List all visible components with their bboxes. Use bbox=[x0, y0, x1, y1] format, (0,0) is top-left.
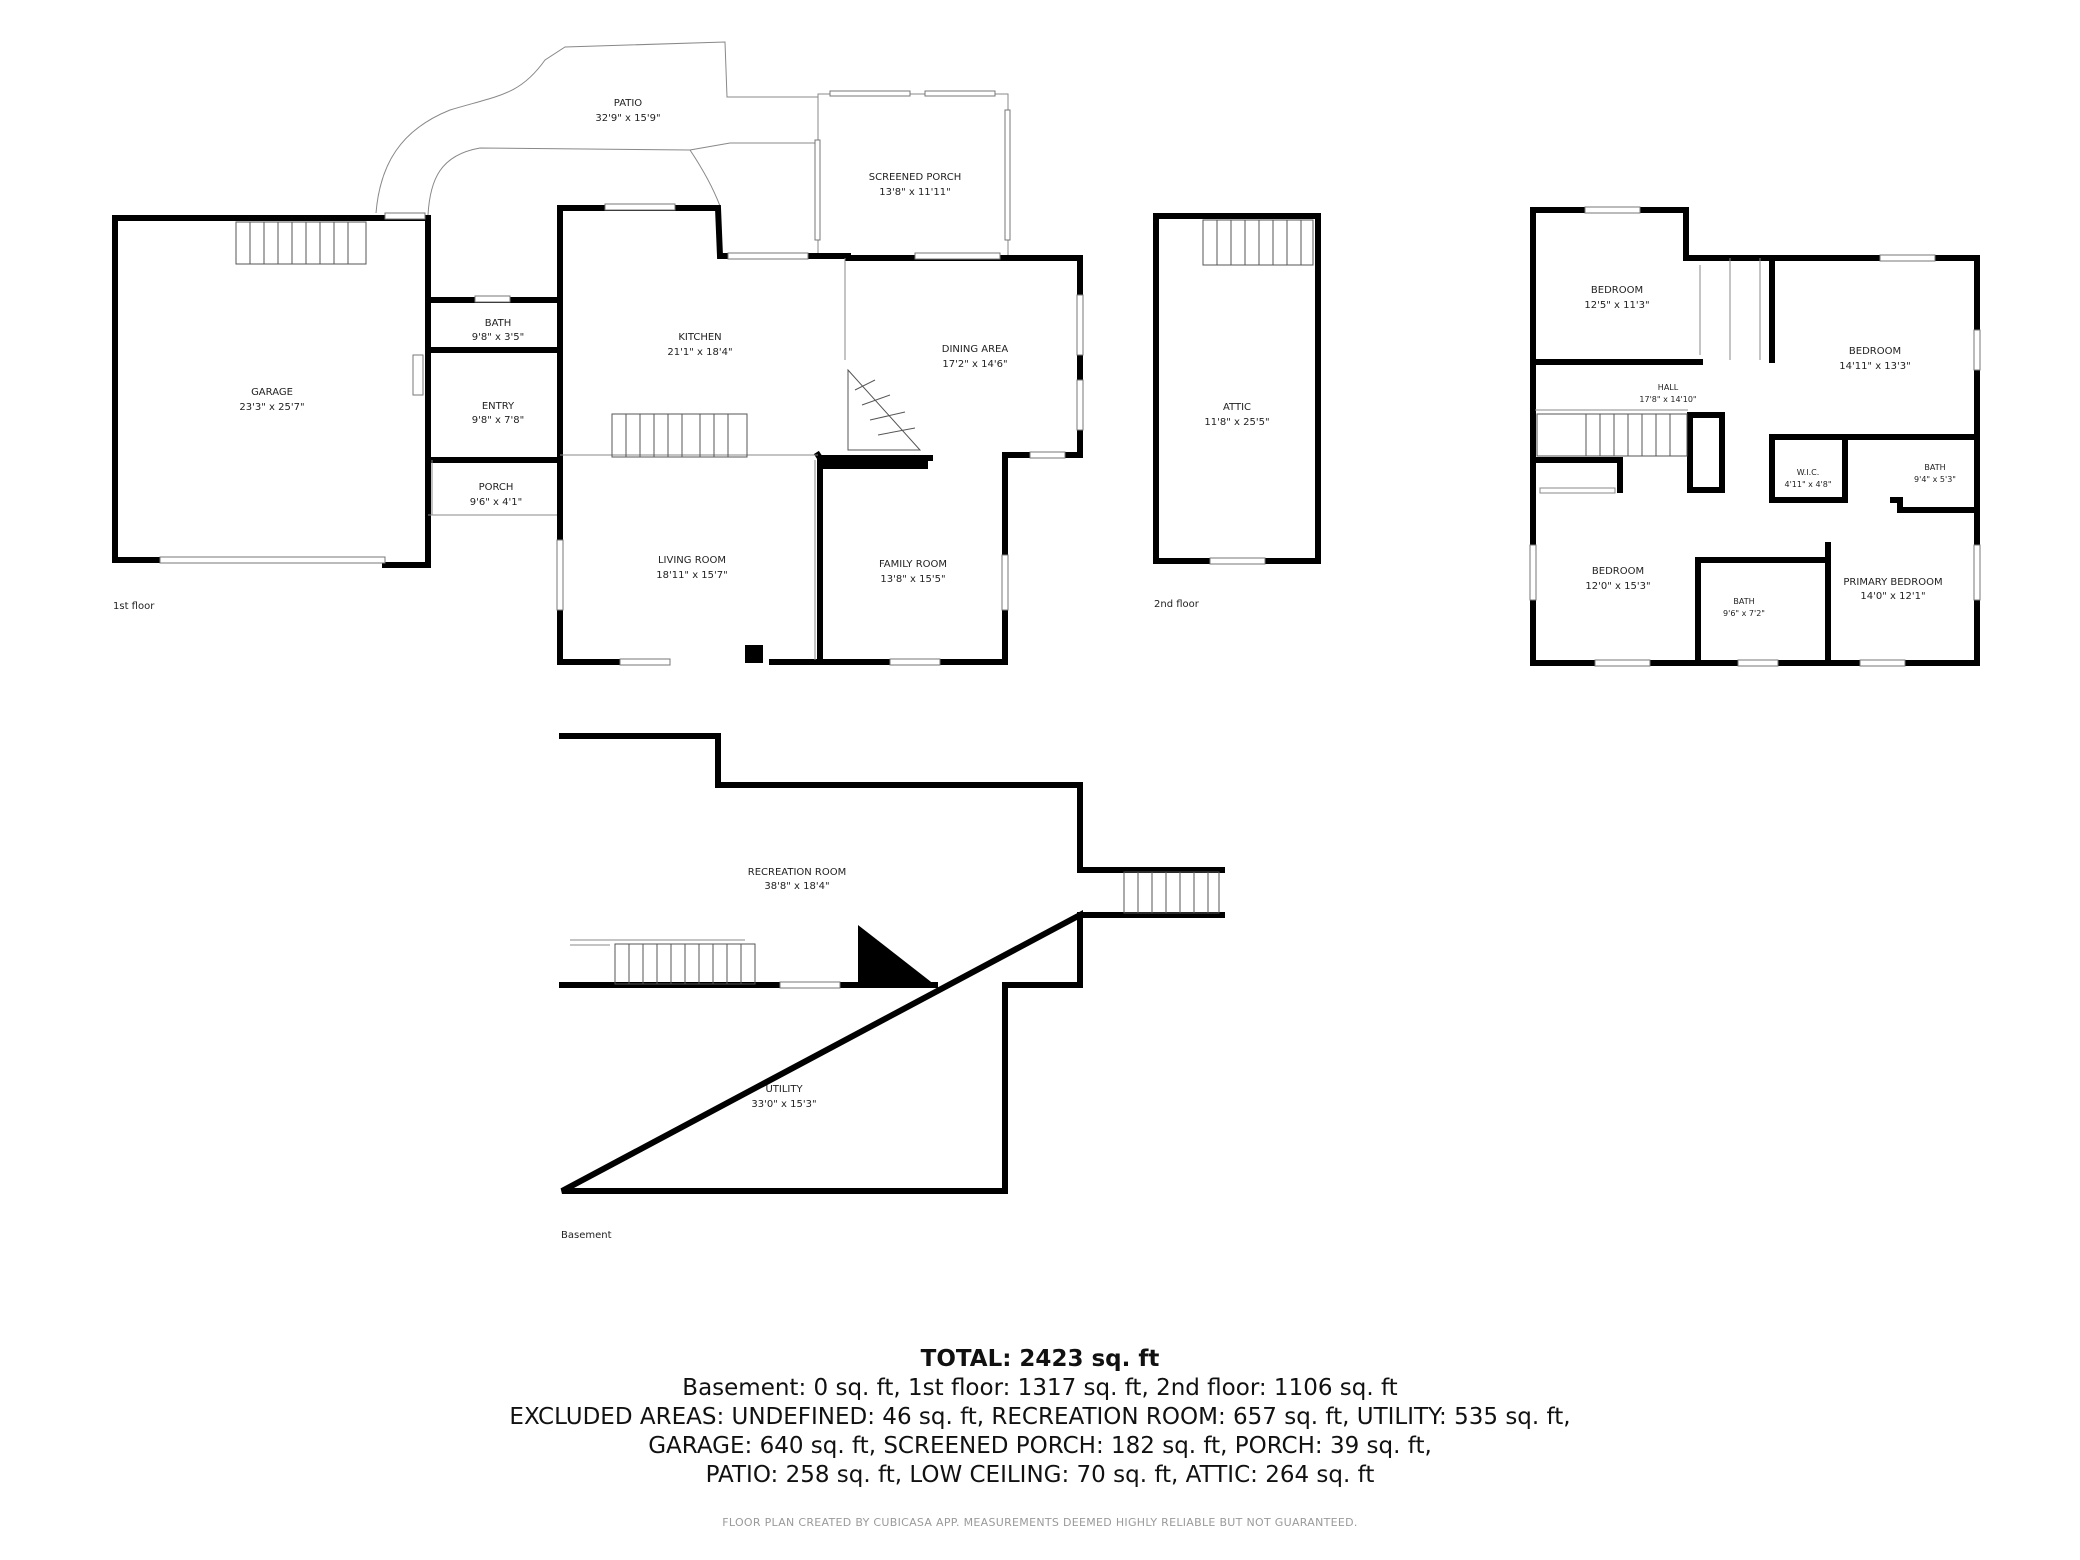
label-bedroom-sw-name: BEDROOM bbox=[1592, 566, 1644, 577]
dining-angled-stairs bbox=[847, 368, 922, 451]
label-bath-1-name: BATH bbox=[485, 318, 512, 329]
basement-stairs-internal bbox=[614, 943, 756, 985]
label-hall-dim: 17'8" x 14'10" bbox=[1639, 395, 1696, 404]
first-floor-plan bbox=[112, 41, 1084, 666]
label-screened-porch-dim: 13'8" x 11'11" bbox=[879, 187, 951, 198]
label-bath-ne-dim: 9'4" x 5'3" bbox=[1914, 475, 1956, 484]
label-utility-dim: 33'0" x 15'3" bbox=[751, 1099, 816, 1110]
attic-walls bbox=[1153, 213, 1321, 564]
basement-plan bbox=[559, 733, 1225, 1194]
label-porch-name: PORCH bbox=[479, 482, 514, 493]
garage-walls bbox=[112, 215, 431, 568]
label-family-room-dim: 13'8" x 15'5" bbox=[880, 574, 945, 585]
label-garage-name: GARAGE bbox=[251, 387, 293, 398]
label-recreation-room-name: RECREATION ROOM bbox=[748, 867, 847, 878]
label-family-room-name: FAMILY ROOM bbox=[879, 559, 947, 570]
label-dining-area-dim: 17'2" x 14'6" bbox=[942, 359, 1007, 370]
label-patio-dim: 32'9" x 15'9" bbox=[595, 113, 660, 124]
floor-label-second: 2nd floor bbox=[1154, 599, 1200, 610]
main-house-walls bbox=[557, 205, 1083, 665]
kitchen-stairs bbox=[611, 413, 748, 458]
summary-line-4: PATIO: 258 sq. ft, LOW CEILING: 70 sq. f… bbox=[705, 1462, 1375, 1488]
label-entry-name: ENTRY bbox=[482, 401, 515, 412]
label-living-room-name: LIVING ROOM bbox=[658, 555, 726, 566]
label-bath-2-name: BATH bbox=[1733, 597, 1754, 606]
label-patio-name: PATIO bbox=[614, 98, 643, 109]
floor-label-first: 1st floor bbox=[113, 601, 155, 612]
basement-walls bbox=[559, 733, 1225, 1194]
label-kitchen-name: KITCHEN bbox=[678, 332, 721, 343]
label-bedroom-ne-name: BEDROOM bbox=[1849, 346, 1901, 357]
label-recreation-room-dim: 38'8" x 18'4" bbox=[764, 881, 829, 892]
label-attic-name: ATTIC bbox=[1223, 402, 1251, 413]
area-summary: TOTAL: 2423 sq. ft Basement: 0 sq. ft, 1… bbox=[0, 1345, 2080, 1490]
basement-stairs-external bbox=[1123, 871, 1220, 914]
second-floor-plan bbox=[1529, 206, 1981, 667]
garage-stairs bbox=[235, 221, 367, 265]
label-utility-name: UTILITY bbox=[765, 1084, 803, 1095]
label-screened-porch-name: SCREENED PORCH bbox=[869, 172, 961, 183]
basement-solid-block bbox=[858, 925, 935, 985]
label-garage-dim: 23'3" x 25'7" bbox=[239, 402, 304, 413]
second-floor-stairs bbox=[1536, 413, 1688, 457]
label-bath-ne-name: BATH bbox=[1924, 463, 1945, 472]
label-bath-1-dim: 9'8" x 3'5" bbox=[472, 332, 524, 343]
summary-line-1: Basement: 0 sq. ft, 1st floor: 1317 sq. … bbox=[682, 1375, 1398, 1401]
label-bath-2-dim: 9'6" x 7'2" bbox=[1723, 609, 1765, 618]
label-primary-bedroom-name: PRIMARY BEDROOM bbox=[1843, 577, 1942, 588]
label-entry-dim: 9'8" x 7'8" bbox=[472, 415, 524, 426]
summary-line-2: EXCLUDED AREAS: UNDEFINED: 46 sq. ft, RE… bbox=[509, 1404, 1571, 1430]
label-hall-name: HALL bbox=[1658, 383, 1679, 392]
second-floor-walls bbox=[1530, 207, 1980, 666]
attic-stairs bbox=[1202, 219, 1314, 266]
label-bedroom-nw-name: BEDROOM bbox=[1591, 285, 1643, 296]
label-porch-dim: 9'6" x 4'1" bbox=[470, 497, 522, 508]
label-bedroom-ne-dim: 14'11" x 13'3" bbox=[1839, 361, 1911, 372]
patio-outline bbox=[375, 41, 819, 216]
label-attic-dim: 11'8" x 25'5" bbox=[1204, 417, 1269, 428]
label-bedroom-sw-dim: 12'0" x 15'3" bbox=[1585, 581, 1650, 592]
label-kitchen-dim: 21'1" x 18'4" bbox=[667, 347, 732, 358]
label-dining-area-name: DINING AREA bbox=[942, 344, 1009, 355]
attic-plan bbox=[1153, 213, 1321, 565]
label-living-room-dim: 18'11" x 15'7" bbox=[656, 570, 728, 581]
floor-label-basement: Basement bbox=[561, 1230, 612, 1241]
label-wic-name: W.I.C. bbox=[1797, 468, 1820, 477]
room-labels: PATIO 32'9" x 15'9" SCREENED PORCH 13'8"… bbox=[239, 98, 1956, 1110]
label-primary-bedroom-dim: 14'0" x 12'1" bbox=[1860, 591, 1925, 602]
credit-footer: FLOOR PLAN CREATED BY CUBICASA APP. MEAS… bbox=[722, 1516, 1358, 1529]
summary-line-3: GARAGE: 640 sq. ft, SCREENED PORCH: 182 … bbox=[648, 1433, 1432, 1459]
summary-total: TOTAL: 2423 sq. ft bbox=[920, 1346, 1160, 1372]
label-wic-dim: 4'11" x 4'8" bbox=[1784, 480, 1831, 489]
label-bedroom-nw-dim: 12'5" x 11'3" bbox=[1584, 300, 1649, 311]
